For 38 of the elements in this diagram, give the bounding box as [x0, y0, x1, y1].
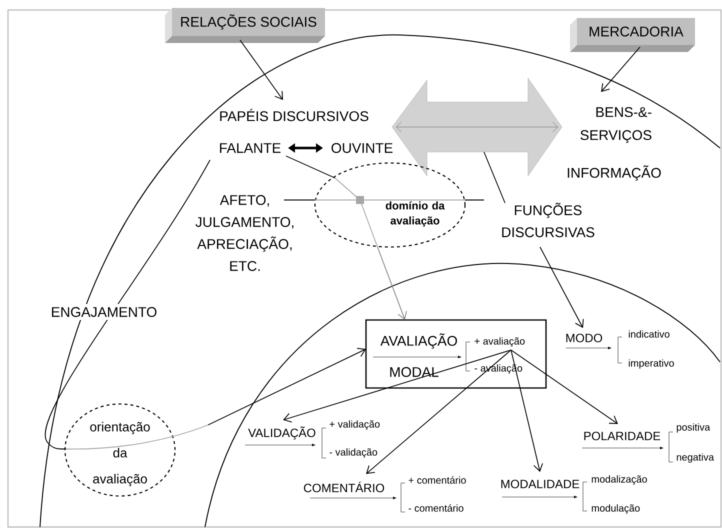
option-label: modulação [592, 504, 640, 514]
option-label: - validação [330, 448, 378, 458]
category-label: MODALIDADE [501, 480, 580, 488]
double-arrow-shape [392, 78, 562, 176]
beveled-box: MERCADORIA [570, 18, 695, 52]
arrow [540, 246, 584, 328]
category-label: VALIDAÇÃO [248, 426, 316, 440]
concept-label: MODAL [390, 367, 438, 377]
concept-label: PAPÉIS DISCURSIVOS [220, 108, 368, 122]
concept-label: INFORMAÇÃO [568, 165, 661, 181]
arrow [510, 350, 544, 472]
category-label: COMENTÁRIO [304, 482, 384, 492]
option-label: positiva [676, 423, 710, 433]
option-label: + comentário [408, 476, 466, 484]
option-label: + validação [330, 420, 380, 430]
concept-label: AVALIAÇÃO [380, 333, 457, 349]
edge-label: ENGAJAMENTO [52, 307, 156, 317]
arrow [208, 348, 366, 426]
option-label: indicativo [628, 330, 670, 338]
arrow [240, 40, 283, 100]
arrow [366, 350, 512, 474]
concept-label: AFETO, JULGAMENTO, APRECIAÇÃO, ETC. [196, 195, 294, 271]
option-label: imperativo [628, 359, 674, 369]
arrow [510, 350, 618, 424]
arrow [376, 246, 407, 320]
beveled-box: RELAÇÕES SOCIAIS [165, 8, 325, 43]
option-label: modalização [592, 475, 647, 485]
category-label: MODO [566, 334, 602, 342]
concept-label: OUVINTE [332, 143, 393, 153]
concept-label: BENS-&-SERVIÇOS [580, 107, 652, 143]
option-label: - comentário [408, 504, 464, 512]
arrow [283, 350, 512, 422]
category-label: POLARIDADE [584, 432, 660, 440]
concept-label: FUNÇÕES DISCURSIVAS [502, 202, 594, 238]
option-label: negativa [676, 453, 714, 463]
arrow [601, 46, 640, 92]
option-label: + avaliação [474, 337, 525, 347]
concept-label: FALANTE [220, 143, 281, 153]
